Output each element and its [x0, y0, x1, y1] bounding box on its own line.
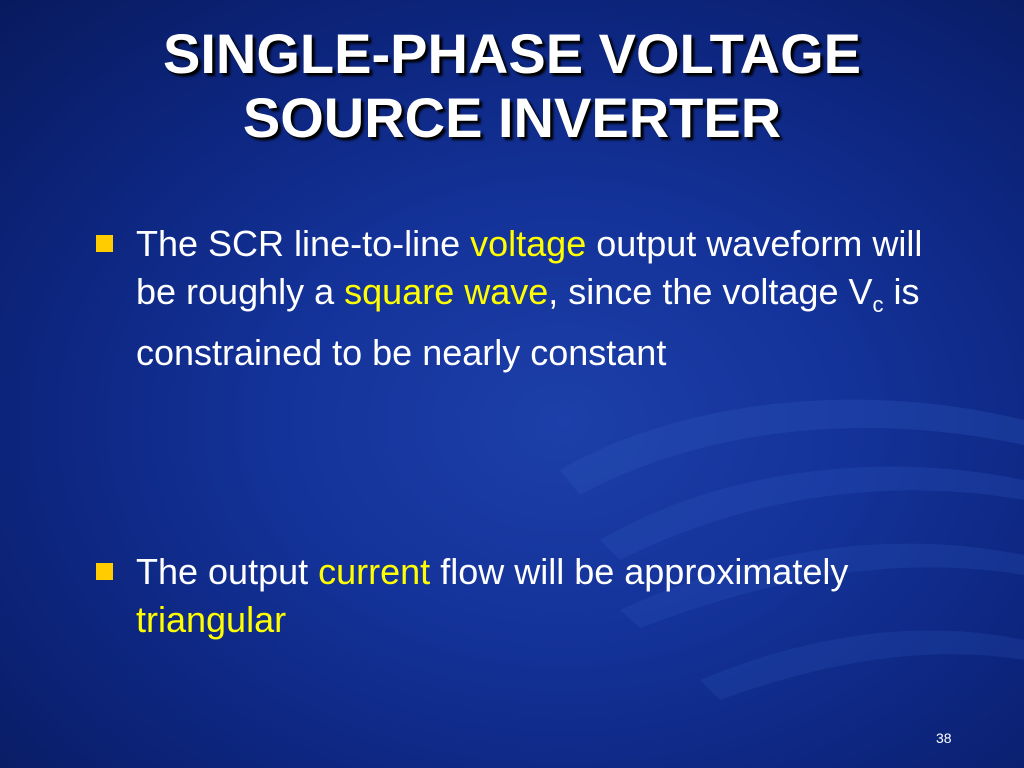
bullet-1-text-part: output waveform will be roughly a — [136, 223, 923, 312]
page-number: 38 — [936, 730, 952, 746]
bullet-item-2: The output current flow will be approxim… — [96, 548, 956, 644]
bullet-2-highlight-current: current — [318, 551, 431, 592]
bullet-text-1: The SCR line-to-line voltage output wave… — [136, 220, 956, 377]
bullet-1-highlight-square-wave: square wave — [344, 271, 549, 312]
bullet-marker-icon — [96, 563, 113, 580]
bullet-text-2: The output current flow will be approxim… — [136, 548, 956, 644]
bullet-2-highlight-triangular: triangular — [136, 599, 287, 640]
bullet-1-highlight-voltage: voltage — [470, 223, 587, 264]
bullet-2-text-part: flow will be approximately — [430, 551, 849, 592]
slide-title: SINGLE-PHASE VOLTAGE SOURCE INVERTER — [0, 22, 1024, 150]
bullet-1-text-part: is constrained to be nearly constant — [136, 271, 920, 373]
bullet-marker-icon — [96, 235, 113, 252]
slide-title-line-1: SINGLE-PHASE VOLTAGE — [163, 22, 861, 85]
slide-title-line-2: SOURCE INVERTER — [242, 86, 782, 149]
bullet-2-text-part: The output — [136, 551, 319, 592]
bullet-1-text-part: The SCR line-to-line — [136, 223, 471, 264]
bullet-item-1: The SCR line-to-line voltage output wave… — [96, 220, 956, 377]
bullet-1-text-part: , since the voltage V — [548, 271, 873, 312]
voltage-subscript: c — [872, 292, 884, 317]
